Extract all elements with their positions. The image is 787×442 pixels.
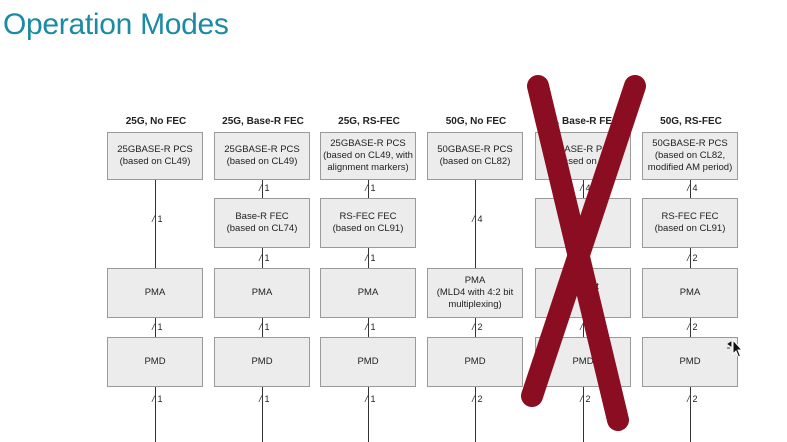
lane-count-label: /2 [580,394,591,404]
pmd-block: PMD [642,337,738,387]
fec-block: RS-FEC FEC (based on CL91) [642,198,738,248]
pma-block: PMA (MLD4 with 4:2 bit multiplexing) [427,268,523,318]
lane-count-label: /1 [365,394,376,404]
lane-count-label: /1 [259,253,270,263]
slide-title: Operation Modes [3,8,229,41]
fec-block: Base-R FEC (based on CL74) [214,198,310,248]
lane-count-label: /2 [687,253,698,263]
mode-column-50g-no-fec: 50G, No FEC 50GBASE-R PCS (based on CL82… [427,116,525,442]
lane-count-label: /2 [472,394,483,404]
fec-block: RS-FEC FEC (based on CL91) [320,198,416,248]
lane-count-label: /1 [152,322,163,332]
lane-count-label: /1 [259,394,270,404]
pmd-block: PMD [214,337,310,387]
lane-count-label: /1 [365,322,376,332]
lane-count-label: /2 [687,394,698,404]
pcs-block: 25GBASE-R PCS (based on CL49) [107,132,203,180]
lane-count-label: /1 [152,394,163,404]
lane-count-label: /4 [580,183,591,193]
pma-block: PMA [320,268,416,318]
lane-count-label: /1 [259,322,270,332]
column-title: 25G, No FEC [125,116,187,127]
move-cursor-icon [727,338,744,358]
pma-block: PMA [642,268,738,318]
pcs-block: 25GBASE-R PCS (based on CL49, with align… [320,132,416,180]
pmd-block: PMD [107,337,203,387]
column-title: 25G, RS-FEC [338,116,400,127]
pcs-block: 50GBASE-R PCS (based on CL82) [427,132,523,180]
pma-block: PMA [107,268,203,318]
column-title: 50G, RS-FEC [660,116,722,127]
lane-count-label: /2 [687,322,698,332]
pmd-block: PMD [427,337,523,387]
pcs-block: 25GBASE-R PCS (based on CL49) [214,132,310,180]
column-title: 25G, Base-R FEC [222,116,304,127]
red-x-icon [521,75,646,431]
lane-count-label: /1 [152,214,163,224]
lane-count-label: /1 [365,253,376,263]
pmd-block: PMD [320,337,416,387]
lane-count-label: /1 [259,183,270,193]
mode-column-25g-base-r-fec: 25G, Base-R FEC 25GBASE-R PCS (based on … [214,116,312,442]
cross-stroke [521,75,646,407]
pma-block: PMA [214,268,310,318]
mode-column-25g-rs-fec: 25G, RS-FEC 25GBASE-R PCS (based on CL49… [320,116,418,442]
lane-count-label: /1 [365,183,376,193]
lane-count-label: /2 [472,322,483,332]
column-title: G, Base-R FEC [548,116,620,127]
lane-count-label: /4 [472,214,483,224]
lane-count-label: /4 [687,183,698,193]
pcs-block: 50GBASE-R PCS (based on CL82, modified A… [642,132,738,180]
mode-column-50g-rs-fec: 50G, RS-FEC 50GBASE-R PCS (based on CL82… [642,116,740,442]
column-title: 50G, No FEC [445,116,507,127]
mode-column-25g-no-fec: 25G, No FEC 25GBASE-R PCS (based on CL49… [107,116,205,442]
